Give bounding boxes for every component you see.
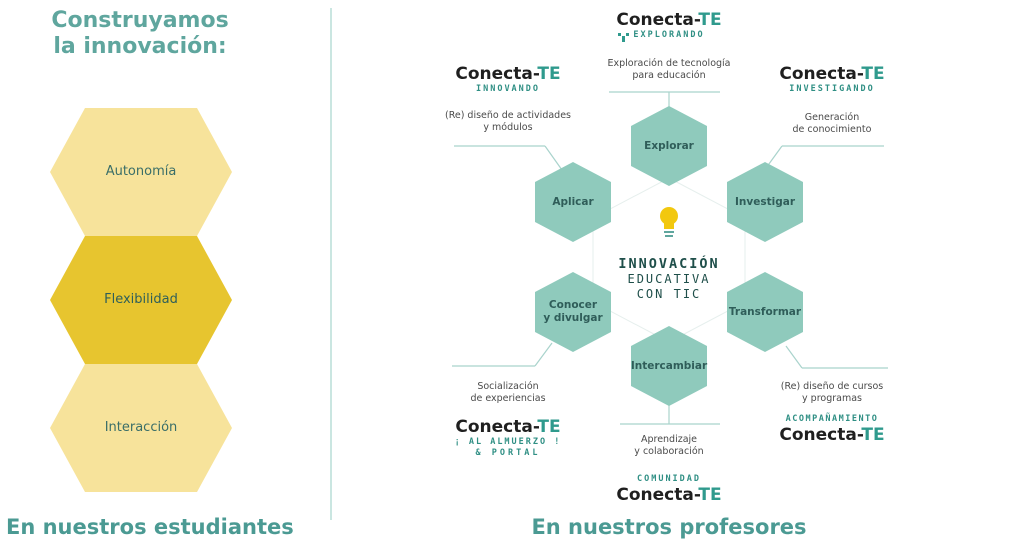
hex-label-autonomia: Autonomía xyxy=(105,164,177,179)
pixel-glyph-icon xyxy=(618,33,629,42)
sub-investigando: INVESTIGANDO xyxy=(789,84,875,94)
conocer-line-2: y divulgar xyxy=(543,312,603,324)
program-acompanamiento: ACOMPAÑAMIENTO Conecta-TE xyxy=(752,414,912,445)
heading-line-2: la innovación: xyxy=(53,34,227,59)
heading-line-1: Construyamos xyxy=(51,8,229,33)
hex-autonomia xyxy=(50,108,232,236)
center-line-2: EDUCATIVA xyxy=(627,272,711,286)
program-explorando: Conecta-TE EXPLORANDO xyxy=(589,10,749,41)
hex-label-interaccion: Interacción xyxy=(104,420,178,435)
desc-comunidad: Aprendizaje y colaboración xyxy=(634,434,704,457)
program-investigando: Conecta-TE INVESTIGANDO xyxy=(752,64,912,95)
brand-explorando: Conecta-TE xyxy=(616,10,722,30)
hex-label-conocer: Conocer y divulgar xyxy=(535,299,611,325)
hex-explorar xyxy=(631,106,707,186)
sub-acompanamiento: ACOMPAÑAMIENTO xyxy=(785,414,879,424)
hex-interaccion xyxy=(50,364,232,492)
sub-explorando: EXPLORANDO xyxy=(633,30,705,40)
brand-innovando: Conecta-TE xyxy=(455,64,561,84)
hex-flexibilidad xyxy=(50,236,232,364)
hex-conocer xyxy=(535,272,611,352)
sub-innovando: INNOVANDO xyxy=(475,84,541,94)
desc-almuerzo: Socialización de experiencias xyxy=(470,381,546,404)
hex-label-explorar: Explorar xyxy=(644,140,694,152)
center-title: INNOVACIÓN EDUCATIVA CON TIC xyxy=(593,256,745,302)
hex-label-transformar: Transformar xyxy=(728,306,802,318)
hex-label-flexibilidad: Flexibilidad xyxy=(104,292,178,307)
brand-almuerzo: Conecta-TE xyxy=(455,417,561,437)
conocer-line-1: Conocer xyxy=(548,299,598,311)
program-almuerzo: Conecta-TE ¡ AL ALMUERZO ! & PORTAL xyxy=(428,417,588,459)
program-innovando: Conecta-TE INNOVANDO xyxy=(428,64,588,95)
hex-investigar xyxy=(727,162,803,242)
hex-intercambiar xyxy=(631,326,707,406)
program-comunidad: COMUNIDAD Conecta-TE xyxy=(589,474,749,505)
brand-comunidad: Conecta-TE xyxy=(616,485,722,505)
center-line-1: INNOVACIÓN xyxy=(618,256,720,272)
brand-acompanamiento: Conecta-TE xyxy=(779,425,885,445)
brand-investigando: Conecta-TE xyxy=(779,64,885,84)
desc-innovando: (Re) diseño de actividades y módulos xyxy=(444,110,571,133)
connector-lines xyxy=(452,91,888,425)
desc-explorando: Exploración de tecnología para educación xyxy=(607,58,731,81)
sub-almuerzo: ¡ AL ALMUERZO ! xyxy=(454,437,562,447)
desc-acompanamiento: (Re) diseño de cursos y programas xyxy=(780,381,884,404)
sub-comunidad: COMUNIDAD xyxy=(636,474,702,484)
desc-investigando: Generación de conocimiento xyxy=(792,112,872,135)
footer-profesores: En nuestros profesores xyxy=(531,515,807,539)
hex-transformar xyxy=(727,272,803,352)
lightbulb-icon xyxy=(660,207,678,237)
left-heading: Construyamos la innovación: xyxy=(20,8,260,60)
hex-label-investigar: Investigar xyxy=(735,196,795,208)
hex-aplicar xyxy=(535,162,611,242)
hex-label-intercambiar: Intercambiar xyxy=(630,360,708,372)
hex-label-aplicar: Aplicar xyxy=(552,196,594,208)
footer-estudiantes: En nuestros estudiantes xyxy=(6,515,294,539)
sub2-almuerzo: & PORTAL xyxy=(475,448,541,458)
center-line-3: CON TIC xyxy=(636,287,702,301)
